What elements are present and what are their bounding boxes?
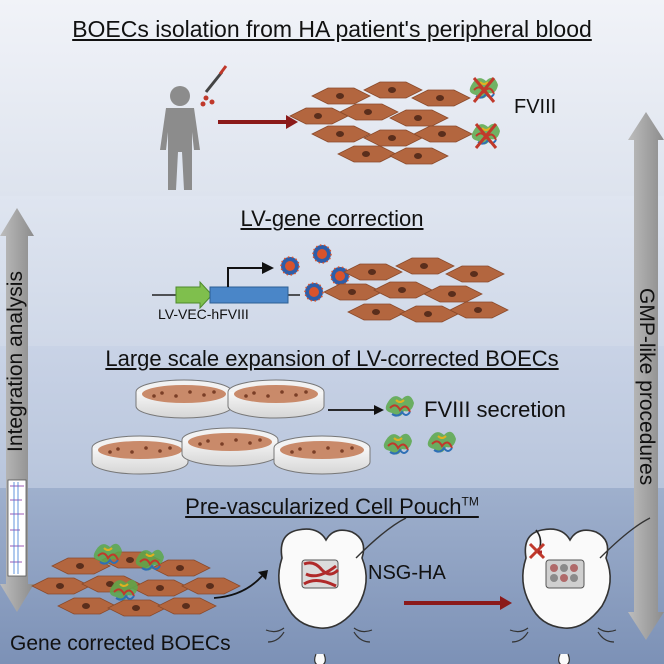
mouse-label: NSG-HA [368, 562, 446, 584]
integration-analysis-label: Integration analysis [4, 271, 27, 452]
fviii-absent-protein-2 [470, 122, 501, 149]
title-isolation: BOECs isolation from HA patient's periph… [72, 16, 592, 42]
fviii-secretion-label: FVIII secretion [424, 397, 566, 422]
corrected-boec-cells [31, 542, 241, 617]
title-pouch: Pre-vascularized Cell PouchTM [0, 494, 664, 520]
outcome-arrow [404, 596, 512, 610]
secretion-arrow [328, 405, 384, 415]
isolation-arrow [218, 115, 298, 129]
integration-chart-icon [7, 479, 27, 577]
mouse-with-pouch [265, 517, 407, 664]
boec-cells-1 [289, 81, 473, 165]
fviii-label: FVIII [514, 96, 557, 118]
gene-corrected-label: Gene corrected BOECs [10, 632, 231, 655]
mouse-treated [509, 517, 651, 664]
boec-cells-2 [323, 257, 509, 323]
vector-construct [152, 262, 300, 310]
patient-silhouette [160, 86, 200, 190]
gmp-procedures-label: GMP-like procedures [635, 288, 658, 486]
fviii-absent-protein-1 [468, 76, 499, 103]
gmp-arrow [628, 112, 664, 640]
culture-dishes [91, 379, 371, 475]
vector-label: LV-VEC-hFVIII [158, 306, 249, 322]
transplant-arrow [213, 570, 268, 599]
title-correction: LV-gene correction [240, 206, 424, 231]
title-pouch-text: Pre-vascularized Cell Pouch [185, 494, 462, 519]
title-expansion: Large scale expansion of LV-corrected BO… [105, 346, 559, 371]
syringe-icon [200, 65, 228, 107]
trademark-mark: TM [461, 494, 479, 509]
